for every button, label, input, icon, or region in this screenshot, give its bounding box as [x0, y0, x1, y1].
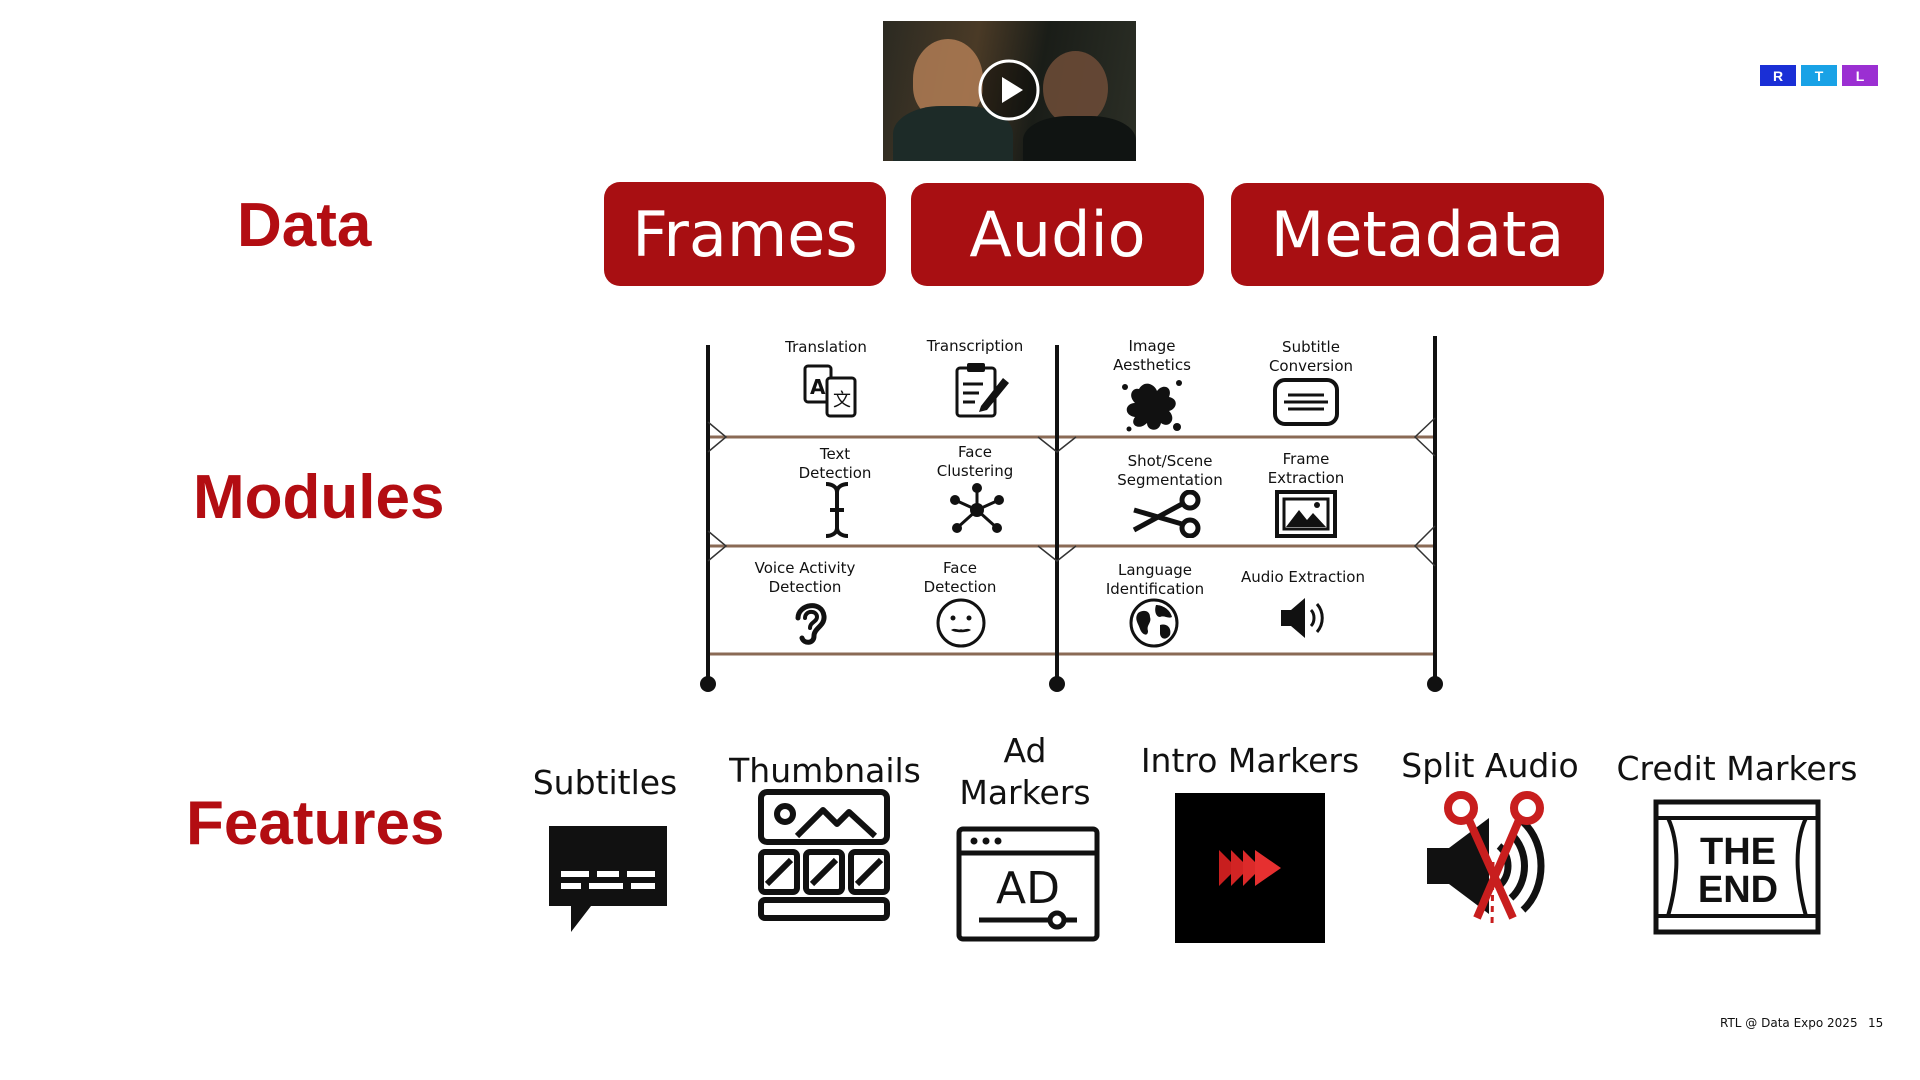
module-label-audio-extraction: Audio Extraction [1241, 568, 1365, 586]
footer-page-number: 15 [1868, 1016, 1884, 1030]
rtl-logo: R T L [1760, 65, 1878, 86]
play-icon[interactable] [978, 59, 1040, 121]
feature-label-ad-markers: Ad Markers [959, 731, 1091, 812]
rtl-logo-l: L [1842, 65, 1878, 86]
module-grid-arrow [707, 421, 728, 453]
person-right [1043, 51, 1108, 126]
fast-forward-icon [1175, 793, 1325, 943]
svg-text:文: 文 [833, 390, 851, 411]
paint-splash-icon [1122, 380, 1182, 432]
data-box-audio: Audio [911, 183, 1204, 286]
ear-icon [795, 603, 827, 645]
ad-marker-icon-text: AD [996, 863, 1060, 914]
module-grid-arrow [707, 530, 728, 562]
feature-label-thumbnails: Thumbnails [729, 751, 921, 790]
module-grid-anchor [700, 676, 716, 692]
subtitles-icon [549, 826, 667, 932]
module-label-subtitle-conversion: Subtitle Conversion [1268, 338, 1354, 375]
row-label-data: Data [237, 191, 372, 260]
module-label-language-identification: Language Identification [1105, 561, 1205, 598]
module-grid [700, 336, 1443, 692]
rtl-logo-r: R [1760, 65, 1796, 86]
thumbnails-icon [758, 789, 890, 921]
module-label-frame-extraction: Frame Extraction [1267, 450, 1345, 487]
svg-text:A: A [810, 375, 826, 399]
module-grid-arrow [1413, 525, 1436, 567]
split-audio-icon [1427, 791, 1545, 927]
video-thumbnail[interactable] [883, 21, 1136, 161]
module-grid-arrow [1037, 436, 1077, 453]
person-right-body [1023, 116, 1136, 161]
scissors-icon [1132, 490, 1201, 538]
data-box-frames: Frames [604, 182, 886, 286]
ad-marker-icon: AD [956, 826, 1100, 942]
module-label-translation: Translation [785, 338, 867, 356]
picture-frame-icon [1275, 490, 1337, 538]
feature-label-credit-markers: Credit Markers [1616, 749, 1858, 788]
row-label-modules: Modules [193, 463, 445, 532]
module-label-text-detection: Text Detection [798, 445, 872, 482]
text-cursor-icon [825, 482, 849, 538]
transcription-icon [955, 363, 1009, 418]
person-left [913, 39, 983, 119]
module-label-shot-scene-segmentation: Shot/Scene Segmentation [1117, 452, 1223, 489]
row-label-features: Features [186, 789, 445, 858]
feature-label-split-audio: Split Audio [1401, 746, 1579, 785]
module-label-face-clustering: Face Clustering [936, 443, 1014, 480]
module-label-voice-activity-detection: Voice Activity Detection [754, 559, 856, 596]
module-label-transcription: Transcription [926, 337, 1024, 355]
face-icon [936, 598, 986, 648]
feature-label-subtitles: Subtitles [532, 763, 678, 802]
module-grid-anchor [1427, 676, 1443, 692]
the-end-icon-text-end: END [1698, 869, 1778, 911]
feature-label-intro-markers: Intro Markers [1140, 741, 1360, 780]
footer-event: RTL @ Data Expo 2025 [1720, 1016, 1858, 1030]
module-grid-arrow [1413, 417, 1436, 457]
subtitle-box-icon [1273, 378, 1339, 426]
globe-icon [1129, 598, 1179, 648]
the-end-icon: THE END [1653, 799, 1821, 935]
network-icon [950, 483, 1004, 533]
translation-icon: A 文 [803, 364, 857, 418]
the-end-icon-text-the: THE [1700, 831, 1776, 873]
speaker-icon [1281, 598, 1324, 638]
data-box-metadata: Metadata [1231, 183, 1604, 286]
module-grid-arrow [1037, 545, 1077, 562]
module-grid-anchor [1049, 676, 1065, 692]
module-label-face-detection: Face Detection [923, 559, 997, 596]
module-label-image-aesthetics: Image Aesthetics [1113, 337, 1191, 374]
rtl-logo-t: T [1801, 65, 1837, 86]
